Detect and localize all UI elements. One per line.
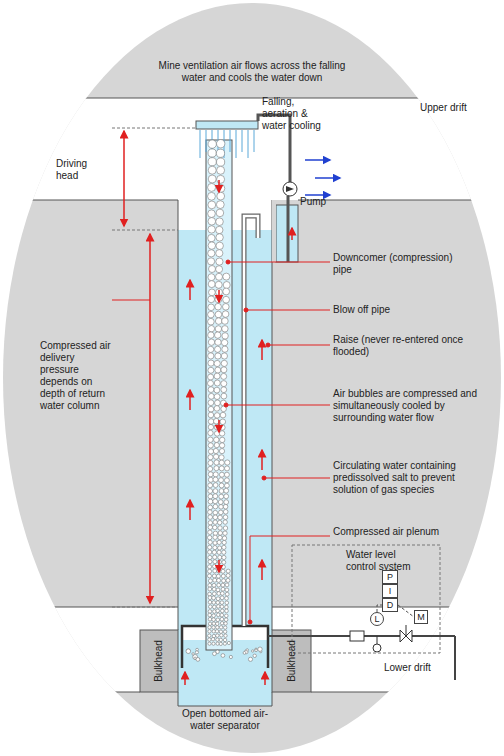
node-text: M — [417, 613, 425, 622]
dimension-label: Driving head — [56, 158, 108, 182]
dimension-label: Compressed air delivery pressure depends… — [40, 340, 112, 412]
pump — [283, 182, 297, 196]
callout: Raise (never re-entered once flooded) — [333, 334, 483, 358]
node-text: D — [387, 601, 394, 610]
raise-water — [178, 230, 272, 706]
part-name: Bulkhead — [153, 640, 165, 682]
callout: Circulating water containing predissolve… — [333, 460, 483, 496]
part-name: Bulkhead — [286, 640, 298, 682]
control-signal-line — [398, 605, 414, 617]
node-text: L — [374, 615, 379, 624]
controller-box: D — [382, 598, 398, 612]
level-sensor: L — [370, 612, 384, 626]
node-text: P — [387, 573, 393, 582]
area-name: Upper drift — [420, 102, 490, 114]
part-name: Pump — [300, 196, 340, 208]
callout: Blow off pipe — [333, 304, 473, 316]
callout: Downcomer (compression) pipe — [333, 252, 473, 276]
part-name: Open bottomed air-water separator — [170, 708, 280, 732]
downcomer-pipe — [206, 140, 232, 650]
node-text: I — [389, 587, 392, 596]
callout: Compressed air plenum — [333, 526, 473, 538]
bulkhead — [140, 630, 178, 692]
controller-box: P — [382, 570, 398, 584]
callout: Falling, aeration & water cooling — [262, 96, 332, 132]
distribution-tray — [196, 121, 258, 129]
note: Mine ventilation air flows across the fa… — [150, 60, 354, 84]
callout: Air bubbles are compressed and simultane… — [333, 388, 483, 424]
controller-box: M — [414, 610, 428, 624]
area-name: Lower drift — [384, 662, 454, 674]
controller-box: I — [382, 584, 398, 598]
upper-drift — [0, 98, 504, 200]
blow-off-pipe — [244, 216, 258, 626]
